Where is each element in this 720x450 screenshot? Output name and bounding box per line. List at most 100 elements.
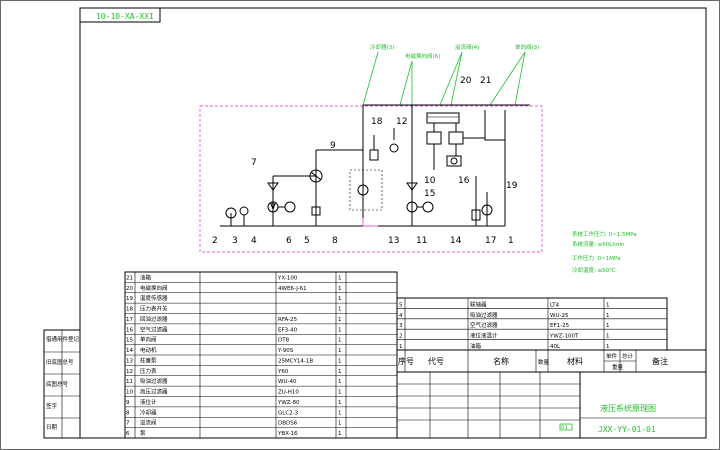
label-9: 9 bbox=[330, 141, 336, 151]
parts-row-name: 柱塞泵 bbox=[140, 356, 157, 364]
label-12: 12 bbox=[396, 117, 407, 127]
upper-row-name: 油箱 bbox=[470, 342, 482, 350]
label-3: 3 bbox=[232, 236, 238, 246]
filter-box bbox=[349, 169, 383, 211]
parts-row-qty: 1 bbox=[338, 421, 342, 427]
inner-frame bbox=[79, 7, 707, 439]
hdr-remarks: 备注 bbox=[652, 356, 668, 366]
drawing-name: 液压系统原理图 bbox=[600, 403, 656, 413]
parts-row-name: 压力表 bbox=[140, 367, 157, 375]
parts-row-spec: 25MCY14-1B bbox=[278, 358, 313, 364]
parts-row-no: 17 bbox=[126, 317, 133, 323]
parts-row-no: 9 bbox=[126, 400, 130, 406]
hdr-name: 名称 bbox=[493, 356, 509, 366]
label-21: 21 bbox=[480, 76, 491, 86]
parts-row-name: 液位计 bbox=[140, 398, 157, 406]
parts-row-no: 16 bbox=[126, 327, 133, 333]
parts-row-no: 7 bbox=[126, 421, 130, 427]
upper-row-qty: 1 bbox=[606, 302, 610, 308]
callout-check: 单向阀(3) bbox=[515, 43, 539, 51]
parts-row-name: 吸油过滤器 bbox=[140, 377, 168, 385]
parts-row-no: 6 bbox=[126, 431, 130, 437]
upper-row-qty: 1 bbox=[606, 334, 610, 340]
label-7: 7 bbox=[251, 158, 257, 168]
parts-row-no: 14 bbox=[126, 348, 133, 354]
label-10: 10 bbox=[424, 176, 436, 186]
parts-row-qty: 1 bbox=[338, 400, 342, 406]
upper-row-name: 液位液温计 bbox=[470, 332, 498, 340]
parts-row-spec: DT8 bbox=[278, 338, 290, 344]
label-8: 8 bbox=[332, 236, 338, 246]
parts-row-qty: 1 bbox=[338, 358, 342, 364]
hdr-no: 序号 bbox=[398, 356, 414, 366]
upper-row-no: 1 bbox=[399, 344, 403, 350]
parts-row-no: 11 bbox=[126, 379, 133, 385]
stamp-5: 日期 bbox=[46, 424, 58, 431]
note-4: 冷却温度: ≤50℃ bbox=[572, 266, 615, 274]
parts-row-qty: 1 bbox=[338, 379, 342, 385]
parts-row-qty: 1 bbox=[338, 296, 342, 302]
label-15: 15 bbox=[424, 189, 435, 199]
upper-row-spec: 40L bbox=[550, 344, 561, 350]
parts-row-name: 油箱 bbox=[140, 273, 152, 281]
parts-row-no: 13 bbox=[126, 358, 133, 364]
label-4: 4 bbox=[251, 236, 257, 246]
parts-row-qty: 1 bbox=[338, 327, 342, 333]
parts-row-spec: WU-40 bbox=[278, 379, 297, 385]
header-row: 序号 代号 名称 数量 材料 单件 总计 重量 备注 bbox=[396, 349, 707, 373]
label-6: 6 bbox=[286, 236, 292, 246]
label-14: 14 bbox=[450, 236, 462, 246]
parts-row-no: 20 bbox=[126, 286, 133, 292]
note-3: 工作压力: 0~1MPa bbox=[572, 254, 620, 262]
tank-boundary bbox=[199, 105, 543, 253]
parts-row-name: 高压过滤器 bbox=[140, 388, 168, 396]
parts-row-spec: YBX-16 bbox=[277, 431, 298, 437]
callout-relief: 溢流阀(4) bbox=[455, 43, 479, 51]
label-11: 11 bbox=[416, 236, 427, 246]
hdr-code: 代号 bbox=[428, 356, 444, 366]
note-1: 系统工作压力: 0~1.5MPa bbox=[572, 230, 637, 238]
upper-row-spec: EF1-25 bbox=[550, 323, 570, 329]
parts-row-no: 15 bbox=[126, 338, 133, 344]
label-2: 2 bbox=[212, 236, 218, 246]
stamp-2: 旧底图总号 bbox=[46, 358, 74, 366]
label-1: 1 bbox=[508, 236, 514, 246]
callout-cooler: 冷却器(3) bbox=[370, 43, 394, 51]
parts-row-spec: YWZ-80 bbox=[277, 400, 300, 406]
parts-row-qty: 1 bbox=[338, 390, 342, 396]
hdr-material: 材料 bbox=[567, 356, 583, 366]
hdr-qty: 数量 bbox=[538, 358, 550, 366]
stamp-3: 底图总号 bbox=[46, 380, 69, 388]
parts-row-no: 19 bbox=[126, 296, 133, 302]
green-notes: 系统工作压力: 0~1.5MPa 系统流量: ≤60L/min 工作压力: 0~… bbox=[572, 230, 637, 274]
stamp-4: 签字 bbox=[46, 402, 58, 410]
parts-row-no: 10 bbox=[126, 390, 133, 396]
callout-solenoid: 电磁换向阀(6) bbox=[405, 52, 440, 60]
upper-row-name: 吸油过滤器 bbox=[470, 311, 498, 319]
label-18: 18 bbox=[371, 117, 383, 127]
parts-row-spec: 4WE6-J-61 bbox=[278, 286, 307, 292]
schematic: 2 3 4 6 5 8 7 9 18 12 20 21 10 15 16 19 … bbox=[199, 76, 543, 253]
top-drawing-code: 10-10-XA-XXI bbox=[96, 12, 154, 21]
parts-row-spec: YX-100 bbox=[277, 275, 298, 281]
top-code-box: 10-10-XA-XXI bbox=[79, 7, 161, 23]
parts-row-qty: 1 bbox=[338, 410, 342, 416]
valve-block bbox=[426, 112, 460, 124]
parts-row-spec: GLC2-3 bbox=[278, 410, 299, 416]
upper-row-qty: 1 bbox=[606, 313, 610, 319]
parts-row-no: 18 bbox=[126, 307, 133, 313]
drawing-number: JXX-YY-01-01 bbox=[598, 425, 656, 434]
label-16: 16 bbox=[458, 176, 470, 186]
parts-row-name: 泵 bbox=[140, 430, 146, 437]
parts-row-qty: 1 bbox=[338, 369, 342, 375]
upper-row-no: 5 bbox=[399, 302, 403, 308]
hdr-total: 总计 bbox=[622, 352, 634, 360]
parts-row-no: 21 bbox=[126, 275, 133, 281]
upper-row-no: 2 bbox=[399, 334, 403, 340]
parts-row-qty: 1 bbox=[338, 317, 342, 323]
hdr-weight: 重量 bbox=[612, 363, 624, 371]
box-code: 01 bbox=[561, 425, 568, 431]
upper-row-qty: 1 bbox=[606, 323, 610, 329]
